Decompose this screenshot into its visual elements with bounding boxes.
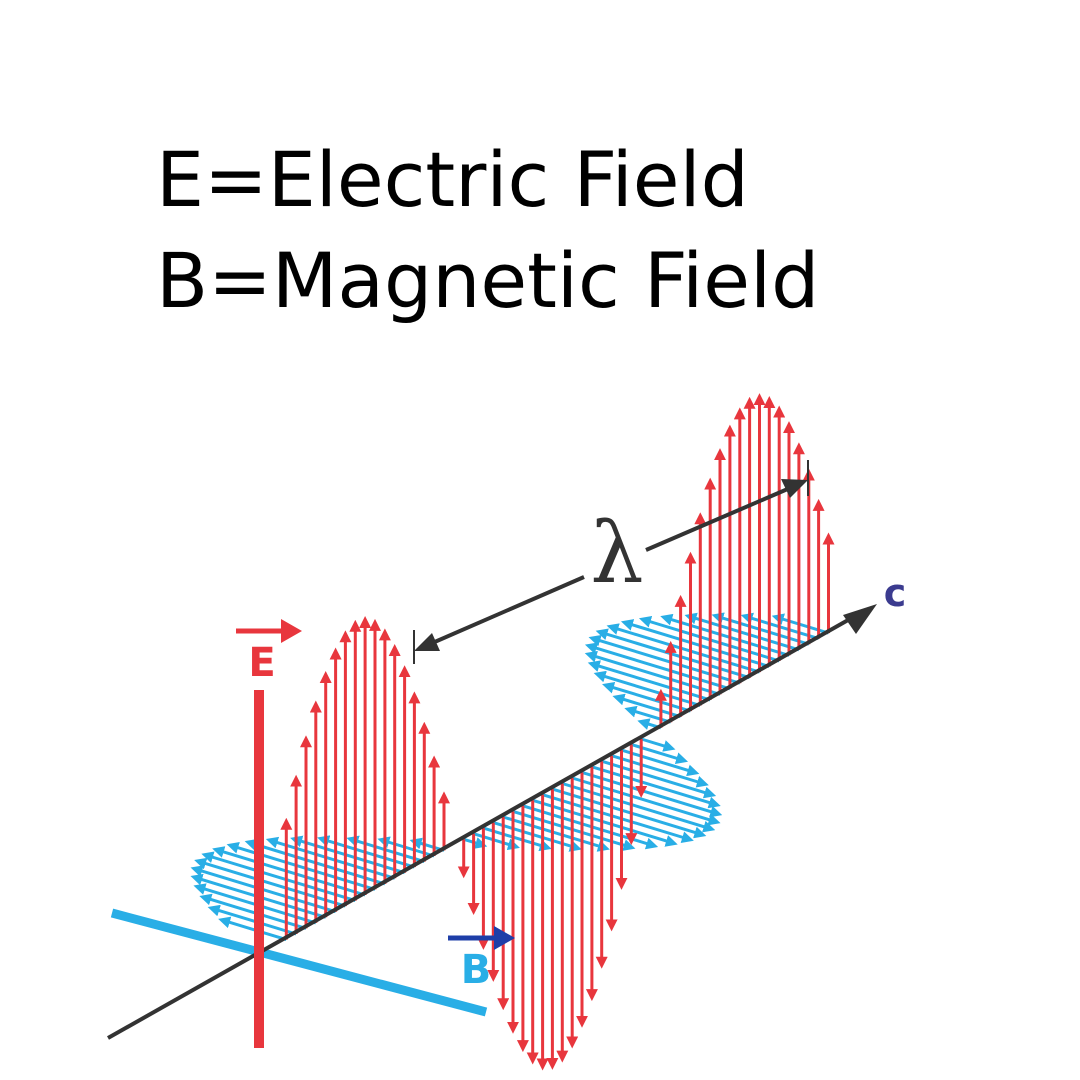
electric-field-arrows (280, 393, 835, 1071)
b-field-arrow (624, 705, 672, 724)
e-vector-arrowhead (281, 619, 302, 643)
b-field-arrow (611, 754, 709, 788)
b-field-arrow (190, 865, 337, 914)
b-field-arrow (640, 737, 676, 752)
b-field-arrow (630, 743, 689, 764)
wavelength-line-left (429, 575, 585, 646)
b-vector-arrowhead (494, 926, 515, 950)
b-field-arrow (711, 612, 810, 646)
b-field-arrow (602, 681, 691, 713)
b-field-arrow (584, 642, 731, 691)
b-field-arrow (201, 851, 356, 903)
b-field-arrow (377, 836, 435, 858)
b-field-arrow (551, 787, 707, 839)
e-label: E (248, 640, 275, 686)
b-field-arrow (638, 616, 780, 663)
b-field-arrow (588, 634, 741, 685)
b-field-arrow (194, 857, 346, 908)
b-field-arrow (542, 793, 694, 843)
b-axis (110, 908, 488, 1017)
wavelength-label: λ (590, 504, 643, 602)
propagation-axis (107, 613, 858, 1040)
b-field-arrow (212, 846, 366, 897)
b-field-arrow (606, 623, 760, 674)
b-field-arrow (601, 759, 717, 799)
b-field-arrow (226, 842, 376, 891)
propagation-label: c (884, 571, 907, 615)
b-field-arrow (581, 770, 723, 818)
wavelength-arrowhead-left (414, 633, 440, 651)
b-field-arrow (317, 835, 415, 869)
b-field-arrow (593, 670, 701, 707)
wavelength-arrowhead-right (781, 479, 808, 498)
b-field-arrow (244, 838, 386, 886)
b-field-arrow (571, 776, 721, 826)
legend-electric-field: E=Electric Field (156, 135, 749, 224)
legend-magnetic-field: B=Magnetic Field (156, 236, 820, 325)
b-label: B (461, 947, 492, 993)
e-vector-label: E (236, 619, 302, 686)
b-field-arrow (584, 650, 721, 696)
wavelength-indicator: λ (413, 460, 809, 664)
b-field-arrow (290, 835, 406, 875)
b-field-arrow (684, 612, 800, 652)
b-field-arrow (561, 782, 716, 833)
b-field-arrow (621, 748, 700, 777)
b-field-arrow (771, 613, 829, 635)
b-field-arrow (595, 628, 751, 680)
b-vector-label: B (448, 926, 515, 993)
propagation-arrowhead (843, 604, 877, 634)
b-field-arrow (620, 619, 770, 668)
wavelength-line-right (645, 486, 791, 552)
